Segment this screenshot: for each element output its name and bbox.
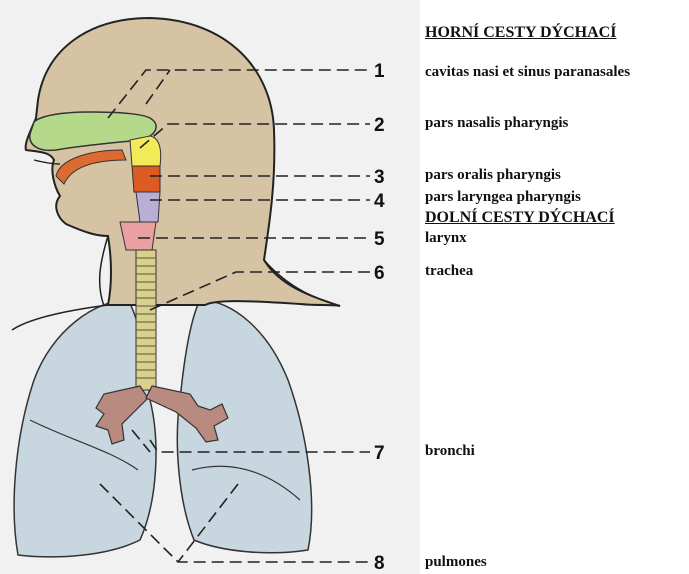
- heading-upper-airways: HORNÍ CESTY DÝCHACÍ: [425, 24, 616, 42]
- heading-lower-airways: DOLNÍ CESTY DÝCHACÍ: [425, 209, 615, 227]
- label-pars-laryngea: pars laryngea pharyngis: [425, 189, 581, 206]
- label-cavitas-nasi: cavitas nasi et sinus paranasales: [425, 64, 630, 81]
- label-pulmones: pulmones: [425, 554, 487, 571]
- label-pars-nasalis: pars nasalis pharyngis: [425, 115, 568, 132]
- label-pars-oralis: pars oralis pharyngis: [425, 167, 561, 184]
- label-larynx: larynx: [425, 230, 467, 247]
- label-bronchi: bronchi: [425, 443, 475, 460]
- label-trachea: trachea: [425, 263, 473, 280]
